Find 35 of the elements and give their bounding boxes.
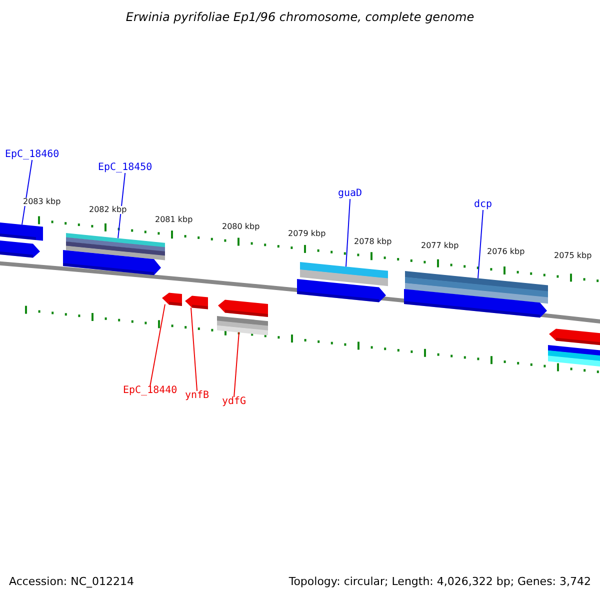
gene-label: ydfG (222, 397, 246, 407)
gene-feature (217, 300, 268, 336)
scale-label: 2075 kbp (554, 252, 592, 260)
gene-feature (549, 328, 600, 346)
scale-label: 2080 kbp (222, 223, 260, 231)
leader-line (234, 332, 240, 398)
gene-feature (162, 292, 182, 306)
gene-label: guaD (338, 189, 362, 199)
scale-label: 2079 kbp (288, 230, 326, 238)
leader-line (22, 160, 33, 226)
scale-label: 2083 kbp (23, 198, 61, 206)
leader-line (190, 307, 198, 392)
accession-text: Accession: NC_012214 (9, 576, 134, 587)
gene-label: EpC_18450 (98, 163, 152, 173)
leader-line (150, 304, 166, 386)
scale-label: 2078 kbp (354, 238, 392, 246)
gene-label: dcp (474, 200, 492, 210)
leader-line (118, 172, 126, 239)
gene-feature (63, 233, 165, 276)
gene-feature (185, 296, 208, 310)
leader-line (478, 210, 484, 279)
genome-info-text: Topology: circular; Length: 4,026,322 bp; Genes: 3,742 (288, 576, 591, 587)
scale-label: 2077 kbp (421, 242, 459, 250)
gene-label: ynfB (185, 391, 210, 401)
leader-line (346, 198, 351, 268)
scale-label: 2081 kbp (155, 216, 193, 224)
gene-label: EpC_18440 (123, 386, 178, 396)
title: Erwinia pyrifoliae Ep1/96 chromosome, complete genome (124, 11, 476, 23)
gene-feature (548, 345, 600, 367)
gene-feature (0, 222, 43, 258)
gene-feature (297, 262, 388, 302)
gene-label: EpC_18460 (5, 150, 60, 160)
gene-feature (404, 271, 548, 318)
scale-label: 2076 kbp (487, 248, 525, 256)
scale-label: 2082 kbp (89, 206, 127, 214)
